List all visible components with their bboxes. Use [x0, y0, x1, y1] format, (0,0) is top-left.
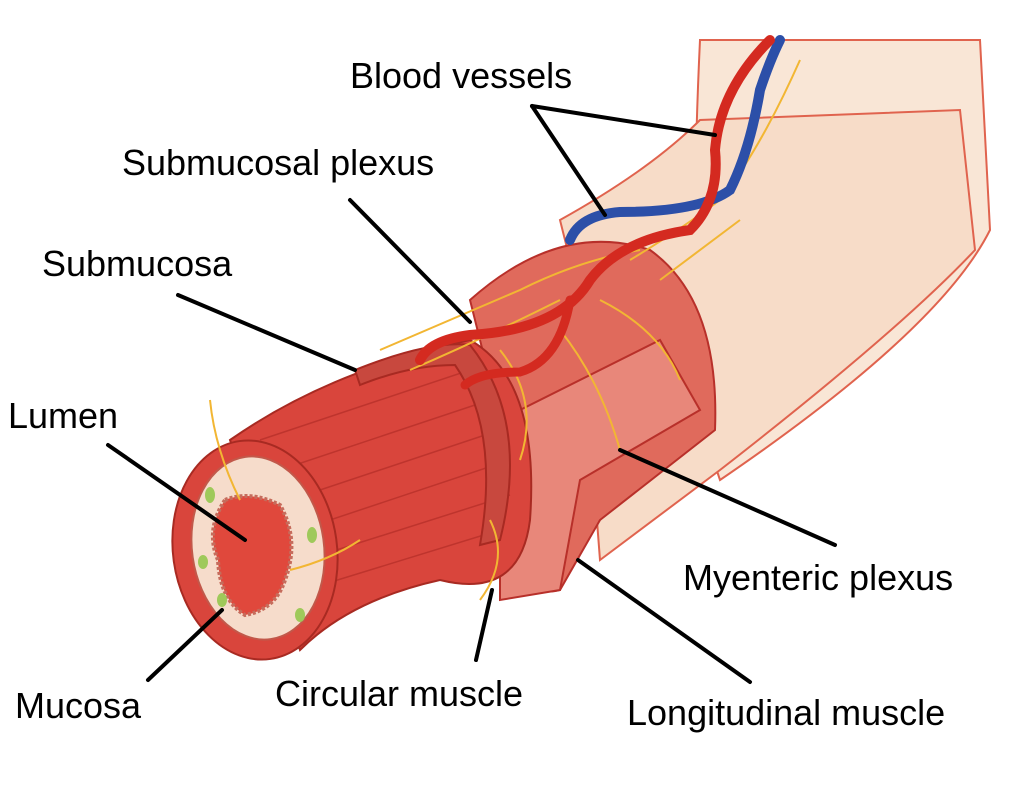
lumen-cavity [210, 494, 294, 618]
circular-muscle-layer [499, 338, 702, 602]
label-circular-muscle: Circular muscle [275, 673, 523, 714]
label-submucosal-plexus: Submucosal plexus [122, 142, 434, 183]
artery [415, 35, 775, 365]
vein [565, 35, 785, 245]
label-submucosa: Submucosa [42, 243, 233, 284]
label-myenteric-plexus: Myenteric plexus [683, 557, 953, 598]
leader-lines [106, 104, 837, 684]
mucosal-glands [198, 487, 317, 622]
label-mucosa: Mucosa [15, 685, 142, 726]
artery-branch [460, 295, 575, 390]
label-lumen: Lumen [8, 395, 118, 436]
label-blood-vessels: Blood vessels [350, 55, 572, 96]
label-longitudinal-muscle: Longitudinal muscle [627, 692, 945, 733]
submucosa-ring [353, 343, 511, 547]
muscle-fiber-lines [259, 369, 511, 591]
